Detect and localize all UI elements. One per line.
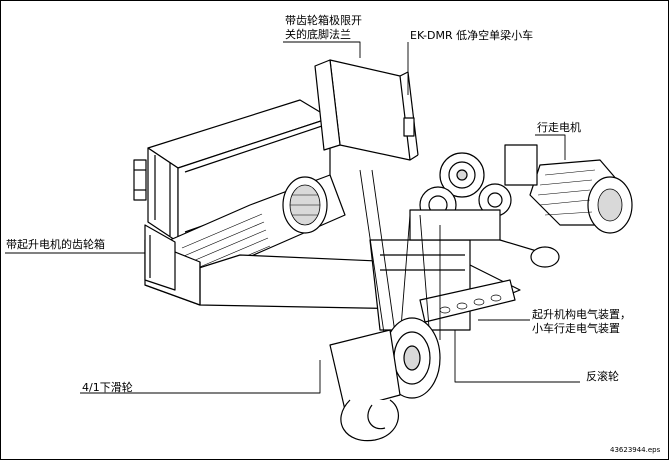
- hoist-gearbox-face: [144, 224, 176, 291]
- leader-travel-motor: [535, 134, 566, 160]
- leader-bottom-block: [80, 360, 321, 394]
- file-reference: 43623944.eps: [610, 446, 661, 454]
- hoist-ropes: [359, 169, 441, 341]
- bottom-block: [329, 317, 441, 442]
- label-gearbox-limit-flange-line2: 关的底脚法兰: [285, 28, 351, 41]
- label-electrical-line1: 起升机构电气装置，: [532, 308, 631, 321]
- label-travel-motor: 行走电机: [537, 121, 581, 134]
- hoist-motor: [169, 174, 346, 286]
- label-reverse-roller: 反滚轮: [586, 370, 619, 383]
- travel-motor: [504, 144, 633, 234]
- trolley-wheels: [409, 152, 560, 268]
- label-electrical-line2: 小车行走电气装置: [532, 322, 620, 335]
- label-bottom-block: 4/1下滑轮: [82, 381, 133, 394]
- label-hoist-gearbox: 带起升电机的齿轮箱: [6, 238, 105, 251]
- label-trolley: EK-DMR 低净空单梁小车: [410, 29, 534, 42]
- gearbox-limit-flange: [314, 59, 419, 161]
- label-gearbox-limit-flange-line1: 带齿轮箱极限开: [285, 14, 362, 27]
- leader-gearbox-flange: [283, 41, 361, 58]
